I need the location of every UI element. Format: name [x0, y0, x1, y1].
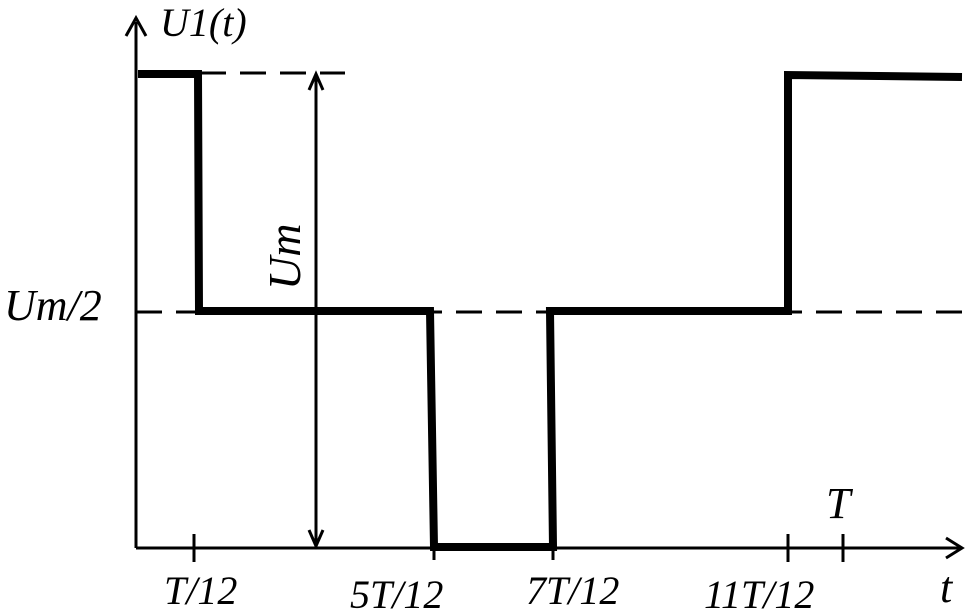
tick-label-t-12: T/12 — [164, 568, 237, 612]
y-axis-arrow — [124, 14, 148, 37]
period-label: T — [826, 479, 854, 528]
x-axis-arrow — [945, 536, 965, 560]
y-axis-label: U1(t) — [160, 0, 247, 45]
tick-label-11t-12: 11T/12 — [704, 572, 814, 612]
x-axis-label: t — [940, 563, 954, 612]
tick-label-5t-12: 5T/12 — [350, 572, 443, 612]
amplitude-arrow-bottom — [307, 529, 325, 550]
amplitude-label: Um — [259, 224, 310, 290]
tick-label-7t-12: 7T/12 — [526, 568, 619, 612]
half-level-label: Um/2 — [4, 281, 102, 330]
waveform-trace — [138, 70, 963, 551]
amplitude-arrow-top — [307, 70, 325, 91]
